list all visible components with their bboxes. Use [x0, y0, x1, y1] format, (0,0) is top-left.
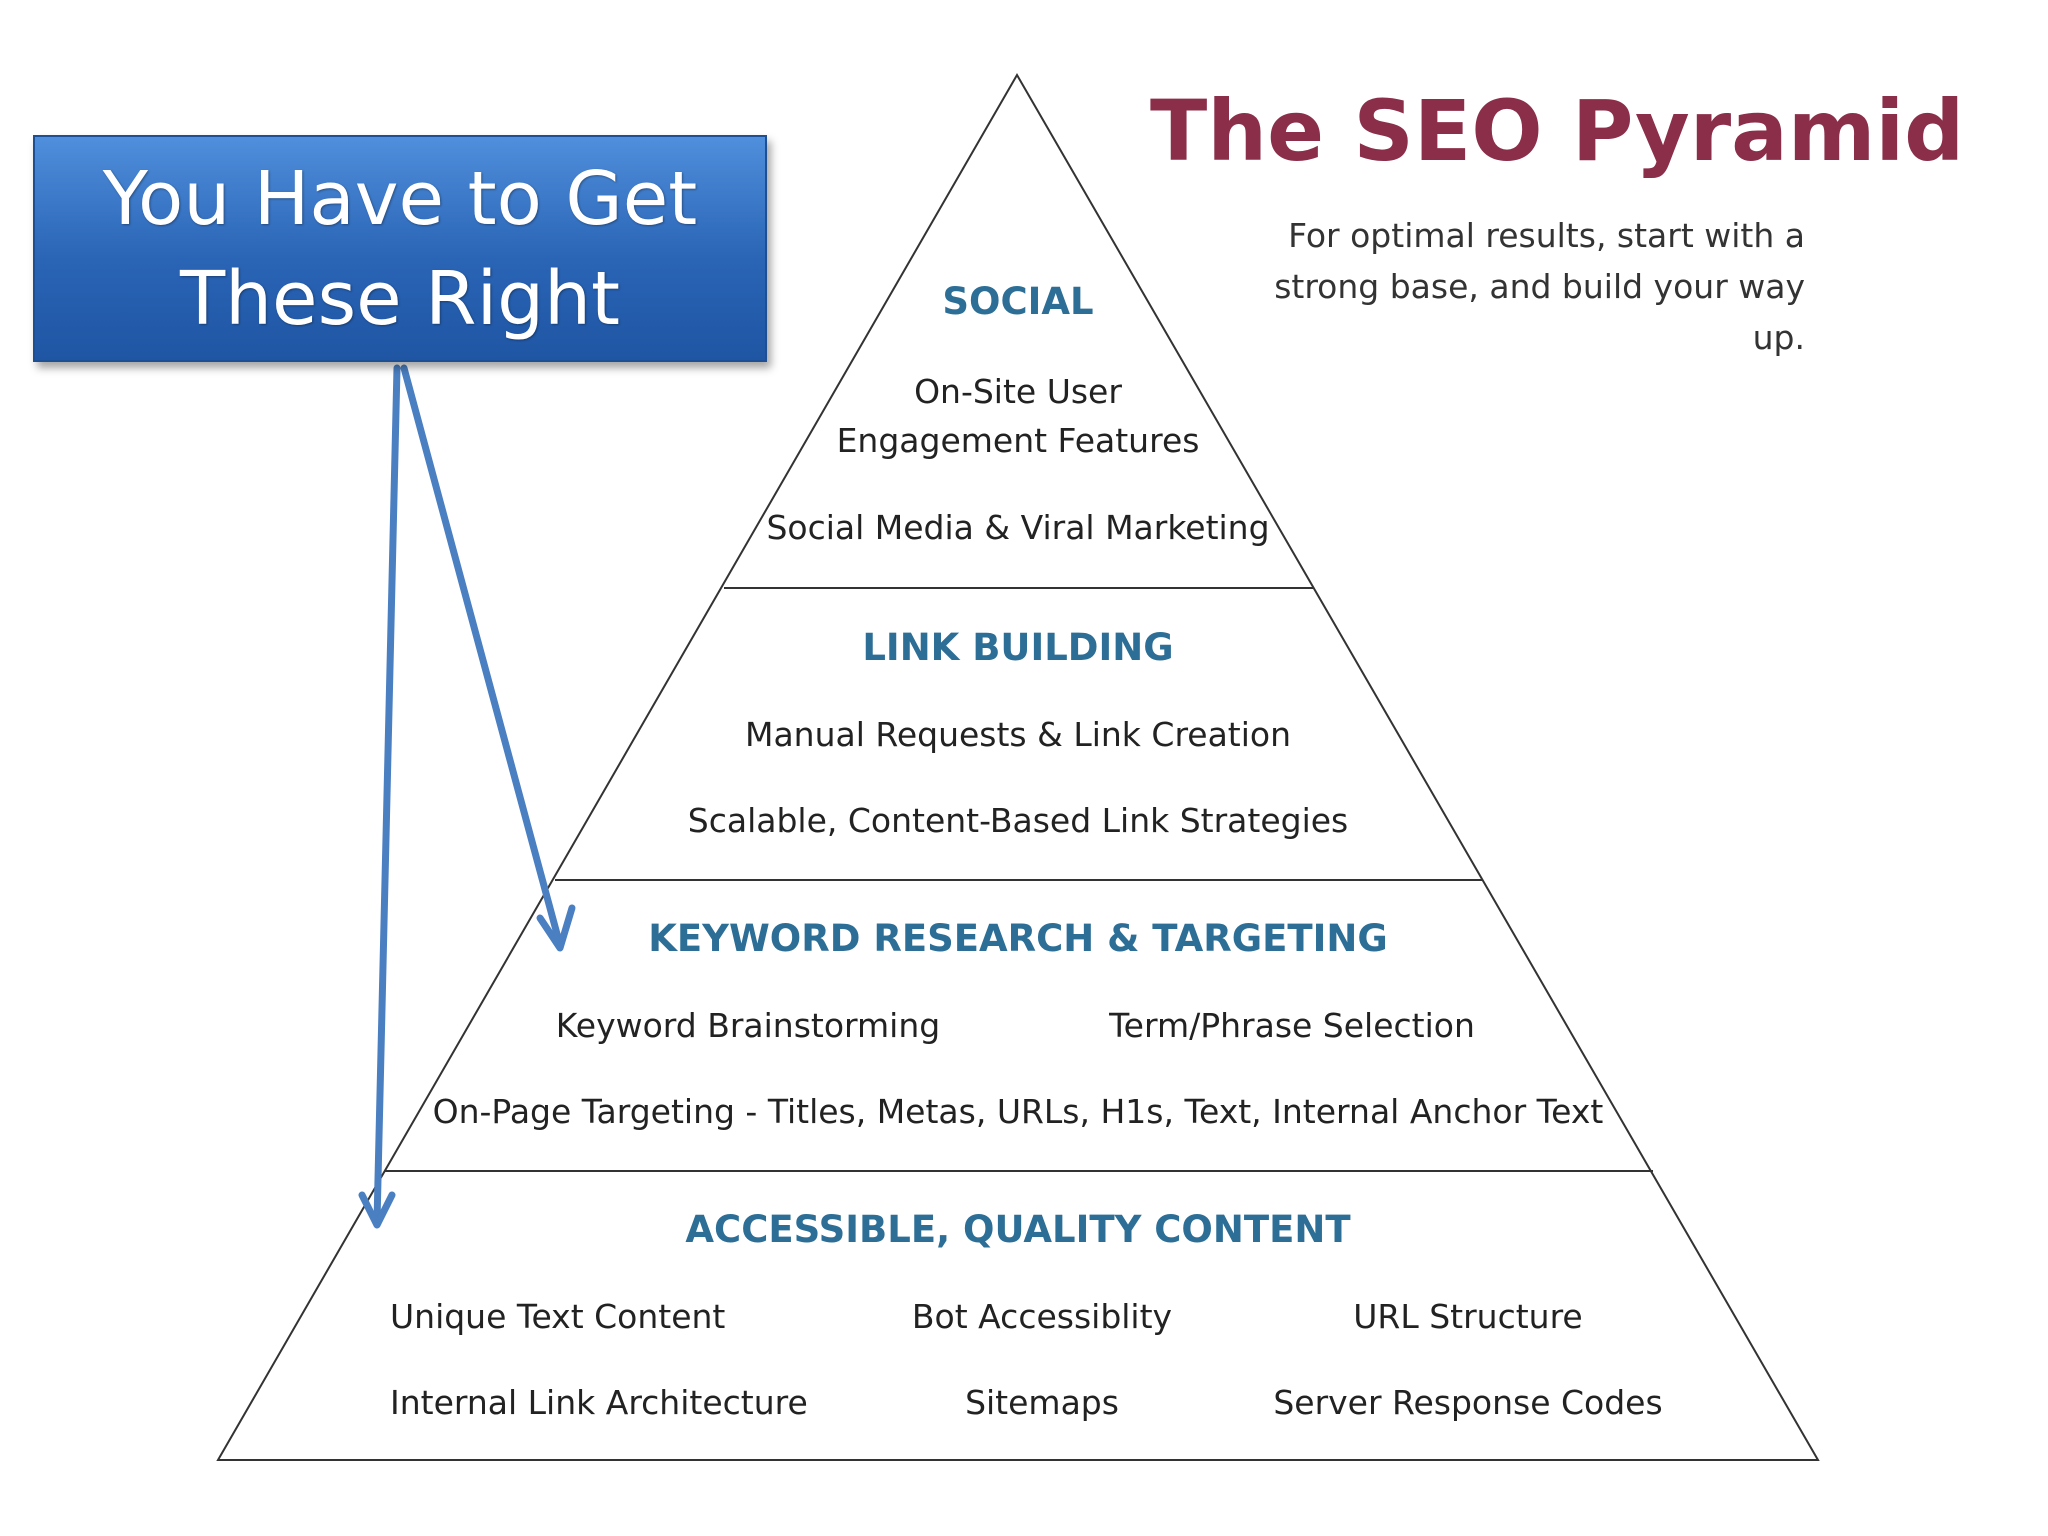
callout-box: You Have to Get These Right	[33, 135, 767, 362]
link-item-2: Scalable, Content-Based Link Strategies	[687, 801, 1349, 840]
social-item-1a: On-Site User	[914, 372, 1122, 411]
tier-heading-keyword: KEYWORD RESEARCH & TARGETING	[648, 917, 1388, 960]
keyword-item-3: On-Page Targeting - Titles, Metas, URLs,…	[432, 1092, 1604, 1131]
social-item-2: Social Media & Viral Marketing	[766, 508, 1270, 547]
content-item-2: Bot Accessiblity	[911, 1297, 1173, 1336]
content-item-1: Unique Text Content	[390, 1297, 726, 1336]
arrow-to-keyword	[400, 364, 576, 952]
keyword-item-1: Keyword Brainstorming	[555, 1006, 941, 1045]
page-subtitle: For optimal results, start with a strong…	[1274, 216, 1805, 357]
content-item-6: Server Response Codes	[1273, 1383, 1663, 1422]
keyword-item-2: Term/Phrase Selection	[1109, 1006, 1475, 1045]
tier-heading-content: ACCESSIBLE, QUALITY CONTENT	[685, 1208, 1351, 1251]
content-item-3: URL Structure	[1353, 1297, 1583, 1336]
callout-line-2: These Right	[179, 255, 621, 342]
social-item-1b: Engagement Features	[836, 421, 1200, 460]
tier-heading-social: SOCIAL	[942, 280, 1094, 323]
callout-line-1: You Have to Get	[102, 155, 698, 242]
content-item-4: Internal Link Architecture	[390, 1383, 808, 1422]
tier-heading-link-building: LINK BUILDING	[862, 626, 1174, 669]
pyramid-outline	[216, 73, 1820, 1461]
link-item-1: Manual Requests & Link Creation	[744, 715, 1292, 754]
arrow-to-content	[358, 364, 401, 1229]
page-title: The SEO Pyramid	[1150, 82, 1965, 180]
content-item-5: Sitemaps	[965, 1383, 1119, 1422]
